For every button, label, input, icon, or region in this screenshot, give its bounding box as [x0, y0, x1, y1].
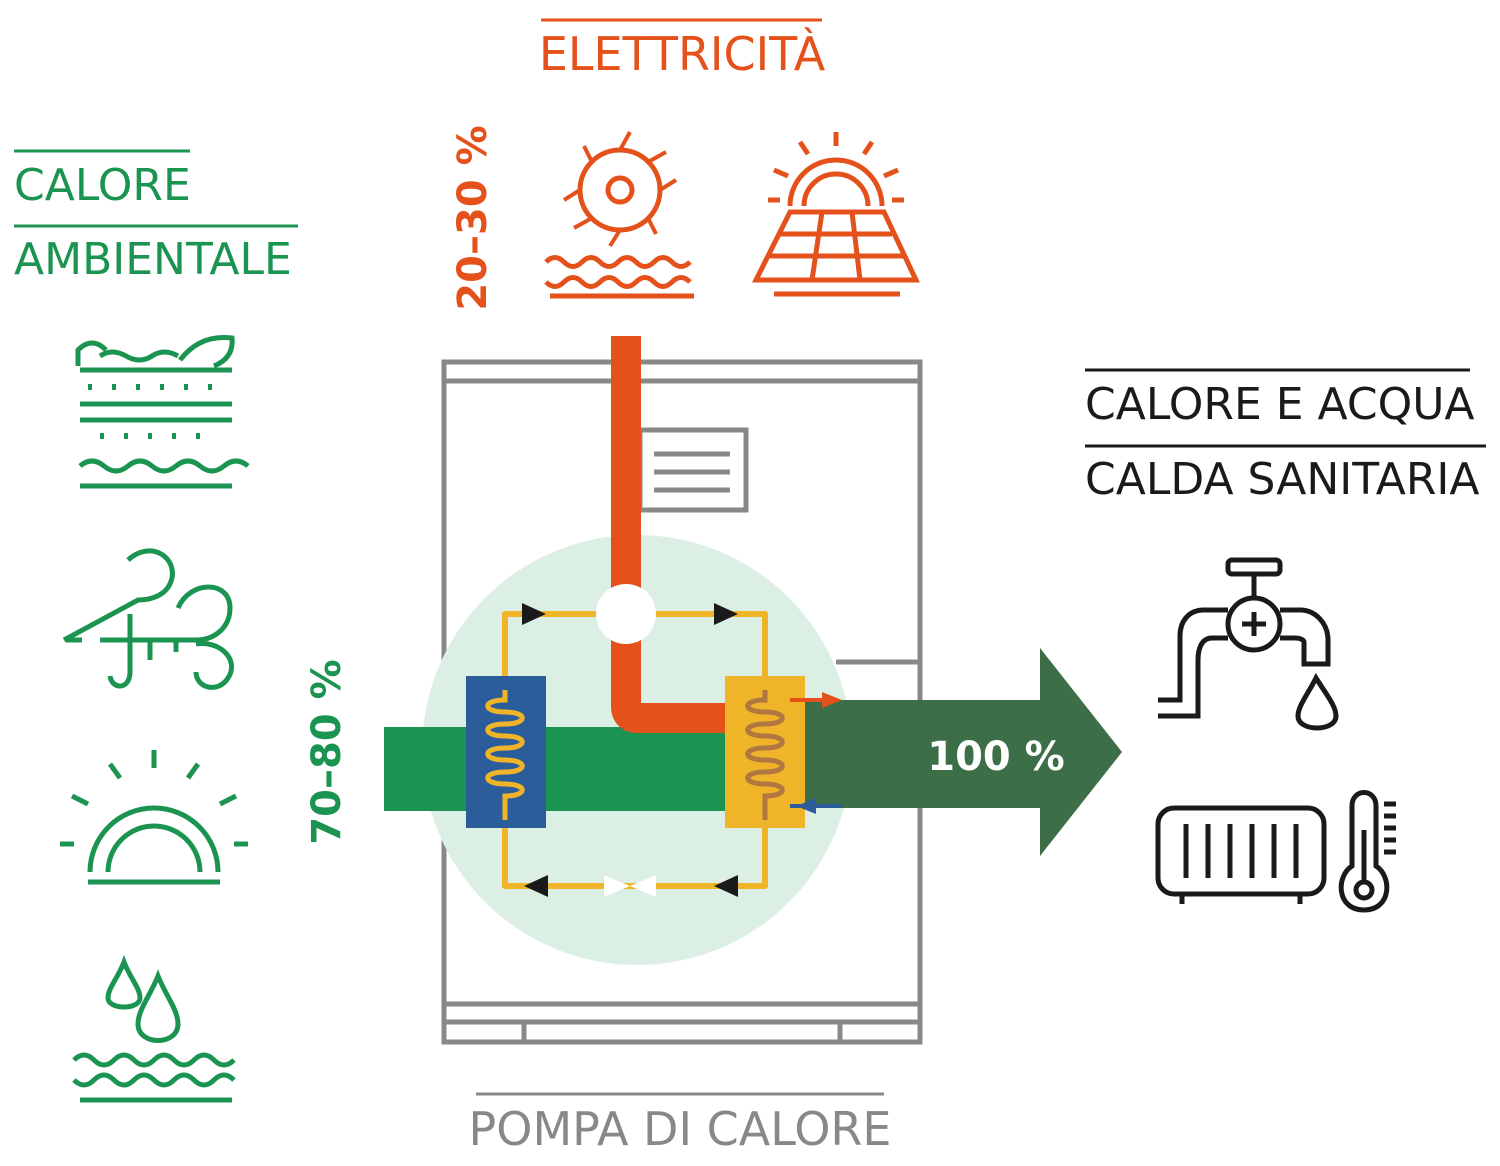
solar-panel-icon [751, 132, 920, 297]
output-arrow [800, 648, 1122, 856]
ambient-input-band [384, 727, 730, 811]
flow-arrows [522, 603, 738, 897]
ground-icon [75, 334, 250, 489]
evaporator [466, 676, 546, 828]
electric-share-label: 20–30 % [450, 125, 496, 310]
water-icon [72, 954, 236, 1103]
total-share-label: 100 % [927, 734, 1065, 780]
output-header: CALORE E ACQUA CALDA SANITARIA [1085, 368, 1486, 505]
electricity-feed-pipe [611, 336, 736, 733]
output-label-line2: CALDA SANITARIA [1085, 454, 1479, 505]
hydro-turbine-icon [544, 131, 694, 299]
electricity-header: ELETTRICITÀ [539, 18, 826, 81]
sun-icon [60, 750, 248, 885]
heat-pump-footer: POMPA DI CALORE [469, 1092, 892, 1156]
ambient-label-line1: CALORE [14, 160, 191, 211]
condenser [725, 676, 842, 828]
tap-water-icon [1158, 557, 1339, 731]
ambient-heat-header: CALORE AMBIENTALE [14, 149, 298, 285]
air-icon [62, 548, 235, 690]
hot-out-arrow [822, 692, 842, 708]
output-label-line1: CALORE E ACQUA [1085, 379, 1475, 430]
cold-in-arrow [796, 798, 816, 814]
heat-pump-label: POMPA DI CALORE [469, 1102, 892, 1156]
expansion-valve [604, 875, 656, 897]
compressor [596, 584, 656, 644]
ambient-share-label: 70–80 % [304, 659, 350, 844]
radiator-thermometer-icon [1155, 790, 1396, 913]
ambient-label-line2: AMBIENTALE [14, 234, 292, 285]
electricity-label: ELETTRICITÀ [539, 27, 826, 81]
